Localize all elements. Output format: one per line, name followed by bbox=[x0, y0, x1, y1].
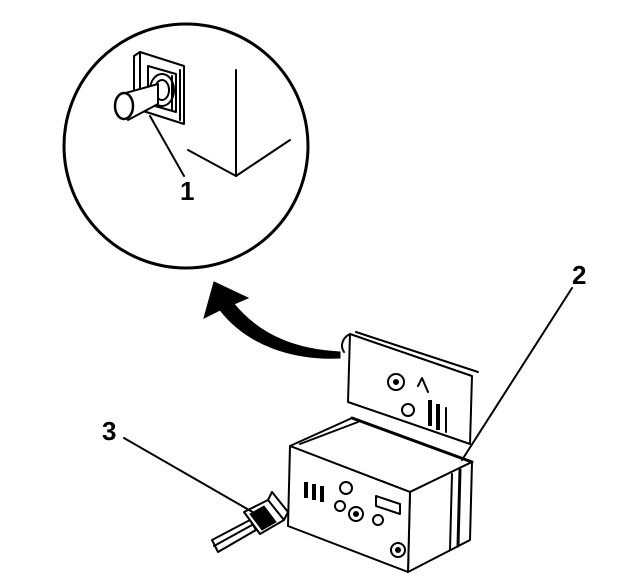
bracket-corner bbox=[187, 69, 291, 177]
detail-view bbox=[62, 22, 310, 270]
detail-circle bbox=[62, 22, 310, 270]
leader-line-1 bbox=[149, 115, 185, 177]
leader-line-2 bbox=[461, 287, 573, 461]
callout-label-3: 3 bbox=[102, 416, 116, 446]
control-unit bbox=[287, 416, 474, 573]
harness-connector bbox=[211, 491, 289, 553]
switch-part bbox=[113, 51, 185, 125]
leader-line-3 bbox=[123, 437, 257, 515]
curved-arrow bbox=[203, 281, 341, 359]
callout-label-1: 1 bbox=[180, 176, 194, 206]
callout-label-2: 2 bbox=[572, 260, 586, 290]
mounting-bracket bbox=[341, 331, 479, 445]
